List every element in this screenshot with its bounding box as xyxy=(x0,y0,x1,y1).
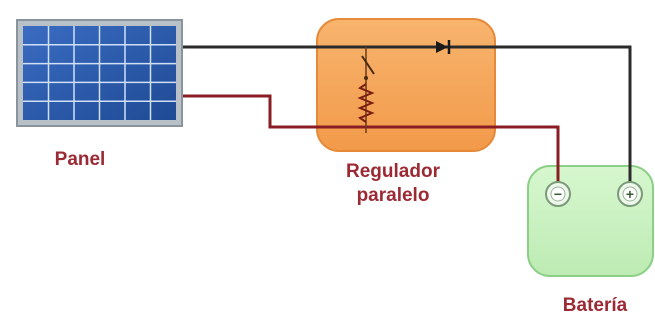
regulator-label-line1: Regulador xyxy=(346,161,440,182)
battery-negative-terminal: − xyxy=(545,181,571,207)
negative-sign: − xyxy=(554,186,562,202)
battery-label: Batería xyxy=(562,295,628,316)
positive-sign: + xyxy=(626,186,634,202)
regulator-box xyxy=(316,18,496,152)
panel-label: Panel xyxy=(54,149,106,170)
negative-wire xyxy=(182,94,560,186)
resistor-icon xyxy=(357,83,375,123)
positive-wire xyxy=(182,45,632,186)
regulator-label: Regulador paralelo xyxy=(318,160,468,208)
battery-positive-terminal: + xyxy=(617,181,643,207)
switch-icon xyxy=(361,55,375,80)
solar-panel-icon xyxy=(16,19,183,127)
diode-icon xyxy=(436,40,451,54)
regulator-label-line2: paralelo xyxy=(356,184,430,206)
